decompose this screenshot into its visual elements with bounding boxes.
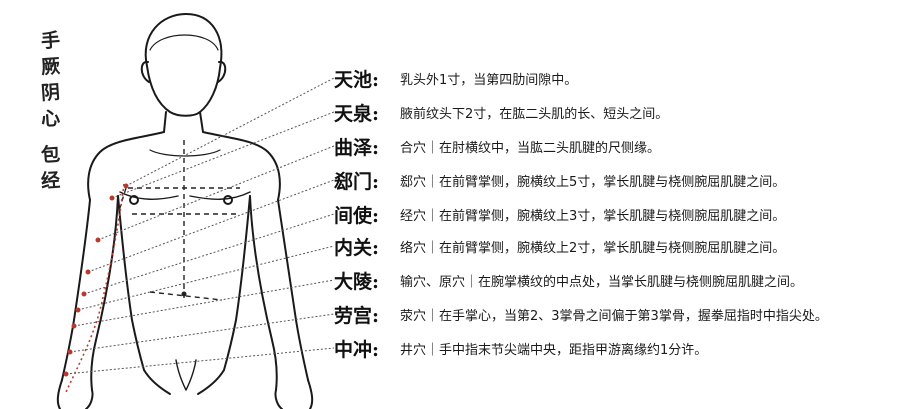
acupoint-description: 络穴｜在前臂掌侧，腕横纹上2寸，掌长肌腱与桡侧腕屈肌腱之间。 xyxy=(400,240,786,256)
acupoint-description: 郄穴｜在前臂掌侧，腕横纹上5寸，掌长肌腱与桡侧腕屈肌腱之间。 xyxy=(400,174,786,190)
acupoint-description: 井穴｜手中指末节尖端中央，距指甲游离缘约1分许。 xyxy=(400,342,708,358)
acupoint-description: 合穴｜在肘横纹中，当肱二头肌腱的尺侧缘。 xyxy=(400,140,661,156)
acupoint-name: 天池: xyxy=(334,68,380,91)
acupoint-description: 荥穴｜在手掌心，当第2、3掌骨之间偏于第3掌骨，握拳屈指时中指尖处。 xyxy=(400,308,828,324)
acupoint-description: 乳头外1寸，当第四肋间隙中。 xyxy=(400,72,578,88)
neck-outline xyxy=(163,111,204,133)
head-outline xyxy=(144,13,223,117)
acupoint-row: 劳宫: 荥穴｜在手掌心，当第2、3掌骨之间偏于第3掌骨，握拳屈指时中指尖处。 xyxy=(334,302,828,327)
acupoint-row: 间使: 经穴｜在前臂掌侧，腕横纹上3寸，掌长肌腱与桡侧腕屈肌腱之间。 xyxy=(334,202,786,227)
acupoint-row: 内关: 络穴｜在前臂掌侧，腕横纹上2寸，掌长肌腱与桡侧腕屈肌腱之间。 xyxy=(334,234,786,259)
acupoint-row: 曲泽: 合穴｜在肘横纹中，当肱二头肌腱的尺侧缘。 xyxy=(334,134,661,159)
acupoint-row: 天泉: 腋前纹头下2寸，在肱二头肌的长、短头之间。 xyxy=(334,100,669,125)
acupoint-row: 天池: 乳头外1寸，当第四肋间隙中。 xyxy=(334,66,578,91)
acupoint-name: 中冲: xyxy=(334,338,380,361)
leader-line xyxy=(125,77,335,187)
torso-outline xyxy=(87,131,165,201)
acupoint-row: 中冲: 井穴｜手中指末节尖端中央，距指甲游离缘约1分许。 xyxy=(334,336,708,361)
left-arm-outline xyxy=(61,195,119,391)
acupoint-name: 郄门: xyxy=(334,170,380,193)
leader-line xyxy=(77,245,335,311)
right-ear xyxy=(217,60,227,83)
acupoint-description: 经穴｜在前臂掌侧，腕横纹上3寸，掌长肌腱与桡侧腕屈肌腱之间。 xyxy=(400,208,786,224)
acupoint-name: 天泉: xyxy=(334,102,380,125)
acupoint-name: 曲泽: xyxy=(334,136,380,159)
acupoint-name: 大陵: xyxy=(334,270,380,293)
leader-line xyxy=(69,313,335,353)
chest-lines xyxy=(119,191,251,200)
acupoint-name: 内关: xyxy=(334,236,380,259)
acupoint-row: 郄门: 郄穴｜在前臂掌侧，腕横纹上5寸，掌长肌腱与桡侧腕屈肌腱之间。 xyxy=(334,168,786,193)
left-ear xyxy=(140,60,150,83)
leader-line xyxy=(65,347,335,375)
acupoint-row: 大陵: 输穴、原穴｜在腕掌横纹的中点处，当掌长肌腱与桡侧腕屈肌腱之间。 xyxy=(334,268,804,293)
leader-line xyxy=(73,279,335,327)
acupoint-description: 腋前纹头下2寸，在肱二头肌的长、短头之间。 xyxy=(400,106,669,122)
right-arm-outline xyxy=(249,195,309,391)
acupoint-name: 劳宫: xyxy=(334,304,380,327)
meridian-line xyxy=(65,183,125,393)
acupoint-name: 间使: xyxy=(334,204,380,227)
acupoint-description: 输穴、原穴｜在腕掌横纹的中点处，当掌长肌腱与桡侧腕屈肌腱之间。 xyxy=(400,274,804,290)
leader-line xyxy=(111,111,335,199)
